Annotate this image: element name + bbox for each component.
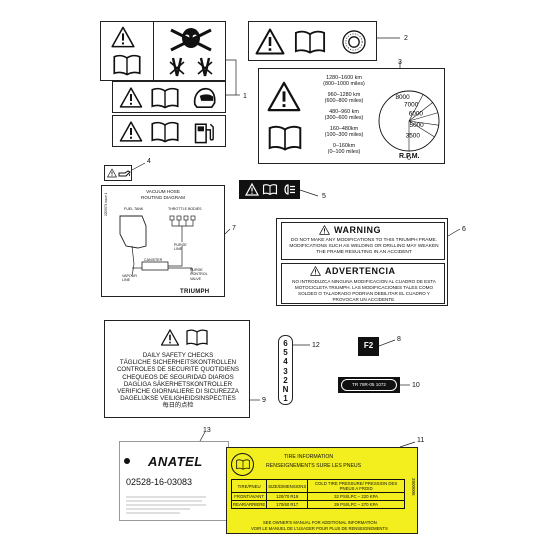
rpm-value: 7000 (404, 101, 419, 108)
daily-check-line: DAGELIJKSE VEILIGHEIDSINSPECTIES (120, 395, 236, 403)
label-1-safety-panel (100, 21, 226, 81)
gear-position: 3 (283, 366, 288, 376)
run-in-row: 960–1280 km(600–800 miles) (324, 92, 364, 105)
tire-manual-icon (231, 453, 254, 476)
gear-position: 6 (283, 339, 288, 348)
tire-table-cell: 39 PSI/LPC – 270 KPA (307, 500, 405, 509)
daily-check-line: DAILY SAFETY CHECKS (142, 352, 214, 359)
callout-3: 3 (398, 59, 402, 66)
rpm-value: 3500 (406, 132, 421, 139)
label-10-oval-code-sticker: TR 78R-05 1072 (338, 377, 400, 393)
dial-sector-line (408, 112, 438, 122)
purge-control-valve-label: PURGE CONTROL VALVE (190, 268, 208, 281)
vacuum-title-line1: VACUUM HOSE (146, 189, 180, 194)
label-7-vacuum-hose-diagram: VACUUM HOSE ROUTING DIAGRAM 2205074 issu… (101, 185, 225, 297)
advertencia-title: ADVERTENCIA (325, 266, 396, 276)
callout-2: 2 (404, 35, 408, 42)
rpm-value: 6000 (409, 111, 424, 118)
warning-text: DO NOT MAKE ANY MODIFICATIONS TO THIS TR… (289, 238, 439, 255)
anatel-brand: ANATEL (148, 454, 203, 469)
label-8-f2-sticker: F2 (358, 337, 379, 356)
run-in-row: 160–480km(100–300 miles) (324, 126, 364, 139)
daily-check-line: 每日的点检 (162, 402, 194, 410)
warning-title: WARNING (334, 225, 381, 235)
rpm-value: 5000 (410, 122, 425, 129)
manual-book-icon (262, 184, 278, 196)
vacuum-title-line2: ROUTING DIAGRAM (141, 195, 185, 200)
gear-position: 5 (283, 348, 288, 358)
callout-13: 13 (203, 427, 211, 434)
headlight-icon (284, 184, 295, 195)
daily-check-line: CONTROLES DE SECURITE QUOTIDIENS (116, 366, 240, 374)
callout-5: 5 (322, 193, 326, 200)
advertencia-text: NO INTRODUZCA NINGUNA MODIFICACION AL CU… (292, 279, 436, 302)
dial-sector-line (408, 94, 424, 122)
label-13-anatel-sticker: ANATEL 02528-16-03083 (119, 441, 229, 521)
vapour-line-label: VAPOUR LINE (122, 274, 137, 283)
tire-footer-english: SEE OWNER'S MANUAL FOR ADDITIONAL INFORM… (263, 520, 377, 525)
throttle-bodies-label: THROTTLE BODIES (168, 207, 202, 211)
daily-check-line: DAGLIGA SÄKERHETSKONTROLLER (123, 380, 233, 388)
gear-position: N (282, 384, 289, 394)
tire-title: TIRE INFORMATION (284, 454, 334, 460)
callout-7: 7 (232, 225, 236, 232)
f2-text: F2 (363, 341, 374, 350)
rpm-label: R.P.M. (399, 153, 420, 160)
anatel-number: 02528-16-03083 (126, 477, 193, 487)
oil-can-icon (118, 170, 131, 177)
callout-12: 12 (312, 342, 320, 349)
anatel-fine-print-lines (126, 496, 206, 514)
run-in-row: 1280–1600 km(800–1000 miles) (323, 75, 365, 88)
callout-8: 8 (397, 336, 401, 343)
anatel-logo-icon (124, 458, 130, 464)
label-3-run-in-tachometer: 1280–1600 km(800–1000 miles) 960–1280 km(… (258, 68, 445, 164)
gear-position: 2 (283, 375, 288, 385)
gear-position: 4 (283, 357, 288, 367)
label-6-frame-warning: WARNING DO NOT MAKE ANY MODIFICATIONS TO… (276, 218, 448, 306)
tire-title-french: RENSEIGNEMENTS SURE LES PNEUS (266, 463, 362, 469)
run-in-row: 0–160km(0–100 miles) (327, 143, 361, 156)
dial-sector-line (408, 120, 439, 126)
tire-table-cell: REAR/ARRIERE (230, 500, 268, 509)
purge-line-label: PURGE LINE (174, 243, 187, 252)
fuel-tank-label: FUEL TANK (124, 207, 144, 211)
daily-check-line: CHEQUEOS DE SEGURIDAD DIARIOS (122, 373, 234, 381)
tire-footer-french: VOIR LE MANUEL DE L'USAGER POUR PLUS DE … (251, 526, 388, 531)
callout-6: 6 (462, 226, 466, 233)
callout-9: 9 (262, 397, 266, 404)
run-in-row: 480–960 km(300–600 miles) (324, 109, 364, 122)
rpm-value: 8000 (395, 94, 410, 101)
warning-english-block: WARNING DO NOT MAKE ANY MODIFICATIONS TO… (281, 222, 445, 260)
hose-routing-lines (119, 215, 196, 277)
callout-11: 11 (417, 437, 425, 444)
label-1-helmet-panel (112, 81, 226, 113)
canister-label: CANISTER (144, 258, 163, 262)
tire-table-cell: 170/60 R17 (266, 500, 309, 509)
callout-1: 1 (243, 93, 247, 100)
rpm-value: 0 (407, 155, 411, 162)
label-11-tire-information: TIRE INFORMATION RENSEIGNEMENTS SURE LES… (226, 447, 418, 534)
triumph-brand: TRIUMPH (180, 289, 210, 295)
label-2-bearing-warning (248, 21, 377, 61)
label-1-fuel-panel (112, 115, 226, 147)
daily-check-line: TÄGLICHE SICHERHEITSKONTROLLEN (119, 359, 237, 367)
skull-crossbones-icon (169, 28, 213, 77)
warning-triangle-icon (244, 182, 260, 196)
dial-sector-line (408, 102, 433, 122)
warning-spanish-block: ADVERTENCIA NO INTRODUZCA NINGUNA MODIFI… (281, 263, 445, 304)
callout-4: 4 (147, 158, 151, 165)
callout-10: 10 (412, 382, 420, 389)
gear-position: 1 (283, 394, 288, 404)
oval-code-text: TR 78R-05 1072 (352, 382, 386, 387)
daily-check-line: VERIFICHE GIORNALIERE DI SICUREZZA (117, 388, 239, 396)
dial-sector-line (408, 120, 435, 138)
label-4-oil-sticker (104, 165, 132, 181)
label-5-black-strip (239, 180, 300, 199)
